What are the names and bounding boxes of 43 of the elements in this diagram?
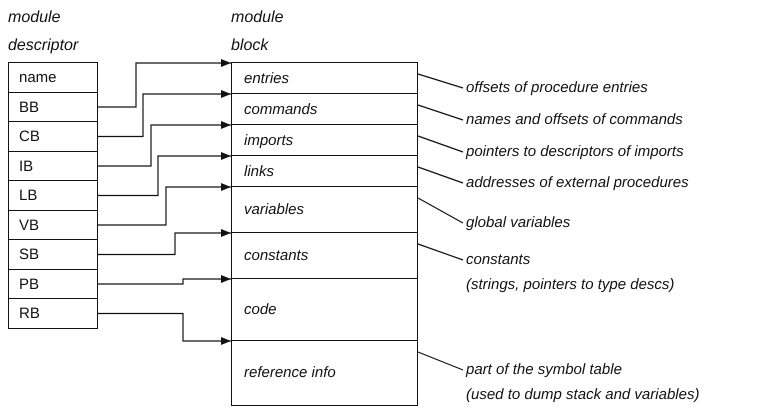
annotation-text: offsets of procedure entries: [466, 78, 648, 98]
arrow: [98, 312, 231, 345]
memory-section: links: [231, 155, 418, 188]
annotation-text: global variables: [466, 213, 570, 233]
memory-section: code: [231, 278, 418, 342]
arrow: [98, 183, 231, 226]
arrow: [98, 275, 231, 285]
arrow: [98, 152, 231, 196]
annotation-text: (used to dump stack and variables): [466, 385, 700, 405]
descriptor-field: RB: [8, 298, 98, 329]
arrow: [98, 59, 231, 108]
memory-section: reference info: [231, 340, 418, 406]
memory-section: imports: [231, 124, 418, 156]
annotation-text: names and offsets of commands: [466, 110, 683, 130]
annotation-text: pointers to descriptors of imports: [466, 142, 684, 162]
descriptor-field: CB: [8, 121, 98, 152]
annotation-text: (strings, pointers to type descs): [466, 275, 674, 295]
arrow: [98, 229, 231, 256]
leader-line: [418, 166, 464, 184]
heading: module block: [231, 8, 284, 56]
descriptor-field: name: [8, 62, 98, 93]
leader-line: [418, 243, 464, 261]
annotation-text: constants: [466, 250, 530, 270]
descriptor-field: IB: [8, 150, 98, 182]
descriptor-field: PB: [8, 268, 98, 300]
arrow: [98, 121, 231, 167]
leader-line: [418, 351, 464, 371]
arrow: [98, 90, 231, 138]
descriptor-field: BB: [8, 92, 98, 122]
leader-line: [418, 135, 464, 153]
memory-section: constants: [231, 232, 418, 280]
memory-section: entries: [231, 62, 418, 94]
heading: module descriptor: [8, 8, 80, 56]
leader-line: [418, 104, 464, 121]
annotation-text: addresses of external procedures: [466, 173, 689, 193]
memory-section: variables: [231, 186, 418, 234]
memory-section: commands: [231, 93, 418, 126]
descriptor-field: SB: [8, 239, 98, 270]
annotation-text: part of the symbol table: [466, 360, 622, 380]
descriptor-field: LB: [8, 180, 98, 211]
leader-line: [418, 197, 464, 224]
descriptor-field: VB: [8, 210, 98, 240]
leader-line: [418, 73, 464, 89]
